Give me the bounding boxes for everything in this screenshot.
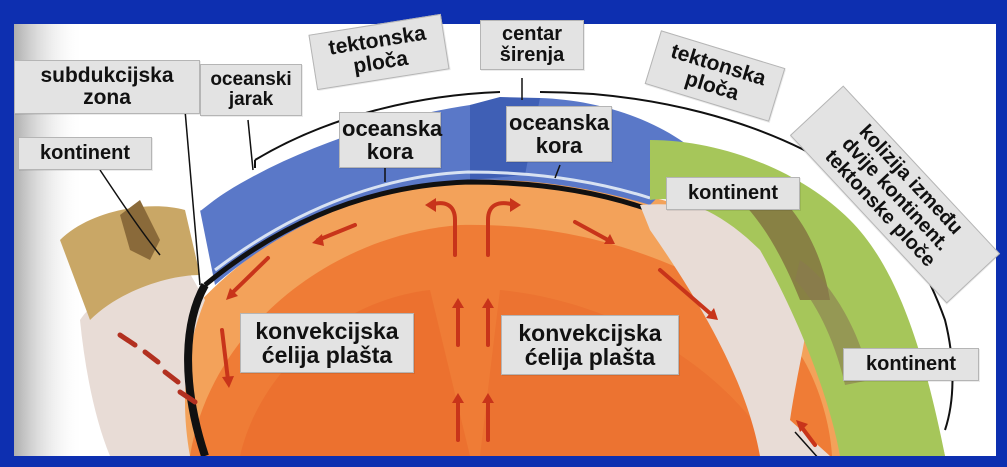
label-konvekcijska-right: konvekcijska ćelija plašta [501,315,679,375]
label-oceanska-kora-right: oceanska kora [506,106,612,162]
label-oceanski-jarak: oceanski jarak [200,64,302,116]
label-centar-sirenja: centar širenja [480,20,584,70]
label-kontinent-right: kontinent [843,348,979,381]
leader-oceanski-jarak [248,120,253,170]
label-oceanska-kora-left: oceanska kora [339,112,441,168]
label-subdukcijska-zona: subdukcijska zona [14,60,200,114]
label-kontinent-left: kontinent [18,137,152,170]
label-kontinent-middle: kontinent [666,177,800,210]
label-konvekcijska-left: konvekcijska ćelija plašta [240,313,414,373]
